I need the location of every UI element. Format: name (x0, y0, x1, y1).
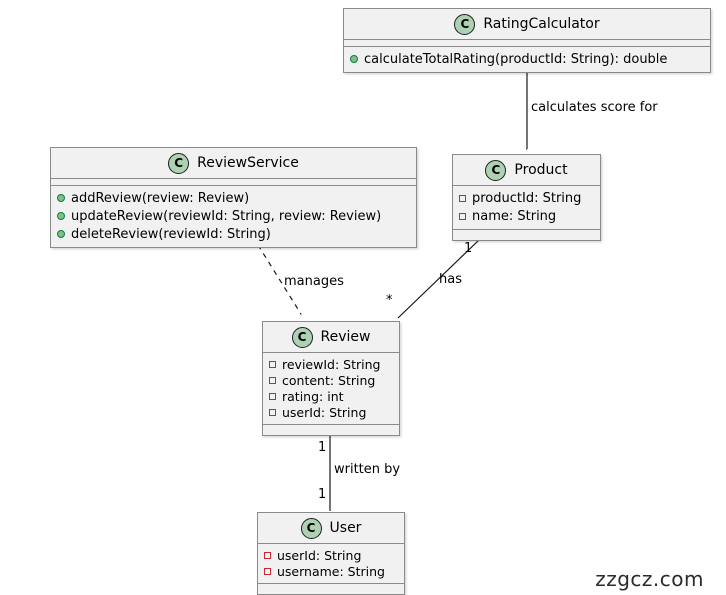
methods-compartment-empty (453, 229, 600, 240)
method-row: addReview(review: Review) (57, 189, 411, 207)
field-label: userId: String (277, 547, 362, 563)
field-row: userId: String (269, 404, 394, 420)
fields-compartment: userId: String username: String (258, 543, 404, 583)
field-row: productId: String (459, 189, 595, 207)
class-title: Review (320, 329, 371, 345)
class-header: C User (258, 513, 404, 543)
fields-compartment-empty (51, 178, 416, 185)
class-product[interactable]: C Product productId: String name: String (452, 154, 601, 241)
watermark: zzgcz.com (595, 567, 704, 591)
multiplicity-review-has: * (386, 293, 393, 308)
class-header: C Product (453, 155, 600, 185)
edge-manages-dashed (257, 244, 301, 314)
class-title: User (329, 520, 362, 536)
public-method-icon (57, 230, 65, 238)
class-review[interactable]: C Review reviewId: String content: Strin… (262, 321, 400, 436)
private-field-icon (264, 567, 271, 575)
private-field-icon (459, 194, 466, 202)
class-c-icon: C (168, 152, 190, 174)
field-label: username: String (277, 563, 385, 579)
field-label: reviewId: String (282, 356, 381, 372)
class-header: C ReviewService (51, 148, 416, 178)
field-row: name: String (459, 207, 595, 225)
field-label: name: String (472, 208, 557, 224)
method-label: calculateTotalRating(productId: String):… (364, 51, 668, 67)
class-c-icon: C (485, 159, 507, 181)
field-label: content: String (282, 372, 376, 388)
class-title: ReviewService (197, 155, 299, 171)
multiplicity-review-written-by: 1 (318, 440, 327, 455)
methods-compartment-empty (258, 583, 404, 594)
private-field-icon (269, 408, 276, 416)
field-label: userId: String (282, 404, 367, 420)
class-c-icon: C (454, 13, 476, 35)
field-label: productId: String (472, 190, 582, 206)
edge-label-has: has (439, 272, 462, 287)
fields-compartment: productId: String name: String (453, 185, 600, 229)
private-field-icon (269, 392, 276, 400)
private-field-icon (269, 376, 276, 384)
field-row: content: String (269, 372, 394, 388)
field-row: reviewId: String (269, 356, 394, 372)
private-field-icon (459, 212, 466, 220)
edge-label-written-by: written by (334, 462, 401, 477)
method-row: deleteReview(reviewId: String) (57, 225, 411, 243)
field-row: rating: int (269, 388, 394, 404)
class-c-icon: C (300, 517, 322, 539)
class-title: RatingCalculator (483, 16, 600, 32)
class-c-icon: C (291, 326, 313, 348)
multiplicity-user-written-by: 1 (318, 487, 327, 502)
public-method-icon (57, 212, 65, 220)
private-field-icon (269, 360, 276, 368)
methods-compartment: calculateTotalRating(productId: String):… (344, 46, 710, 72)
class-review-service[interactable]: C ReviewService addReview(review: Review… (50, 147, 417, 248)
public-method-icon (57, 194, 65, 202)
multiplicity-product-has: 1 (464, 241, 473, 256)
edge-label-manages: manages (284, 274, 344, 289)
method-label: addReview(review: Review) (71, 190, 250, 206)
field-label: rating: int (282, 388, 344, 404)
methods-compartment: addReview(review: Review) updateReview(r… (51, 185, 416, 247)
field-row: userId: String (264, 547, 399, 563)
class-user[interactable]: C User userId: String username: String (257, 512, 405, 595)
edge-label-calculates-score-for: calculates score for (531, 100, 658, 115)
edge-has (397, 240, 479, 319)
fields-compartment: reviewId: String content: String rating:… (263, 352, 399, 424)
class-header: C RatingCalculator (344, 9, 710, 39)
private-field-icon (264, 551, 271, 559)
class-rating-calculator[interactable]: C RatingCalculator calculateTotalRating(… (343, 8, 711, 73)
field-row: username: String (264, 563, 399, 579)
method-label: deleteReview(reviewId: String) (71, 226, 271, 242)
class-title: Product (514, 162, 568, 178)
public-method-icon (350, 55, 358, 63)
method-row: updateReview(reviewId: String, review: R… (57, 207, 411, 225)
fields-compartment-empty (344, 39, 710, 46)
method-row: calculateTotalRating(productId: String):… (350, 50, 705, 68)
method-label: updateReview(reviewId: String, review: R… (71, 208, 382, 224)
methods-compartment-empty (263, 424, 399, 435)
class-header: C Review (263, 322, 399, 352)
